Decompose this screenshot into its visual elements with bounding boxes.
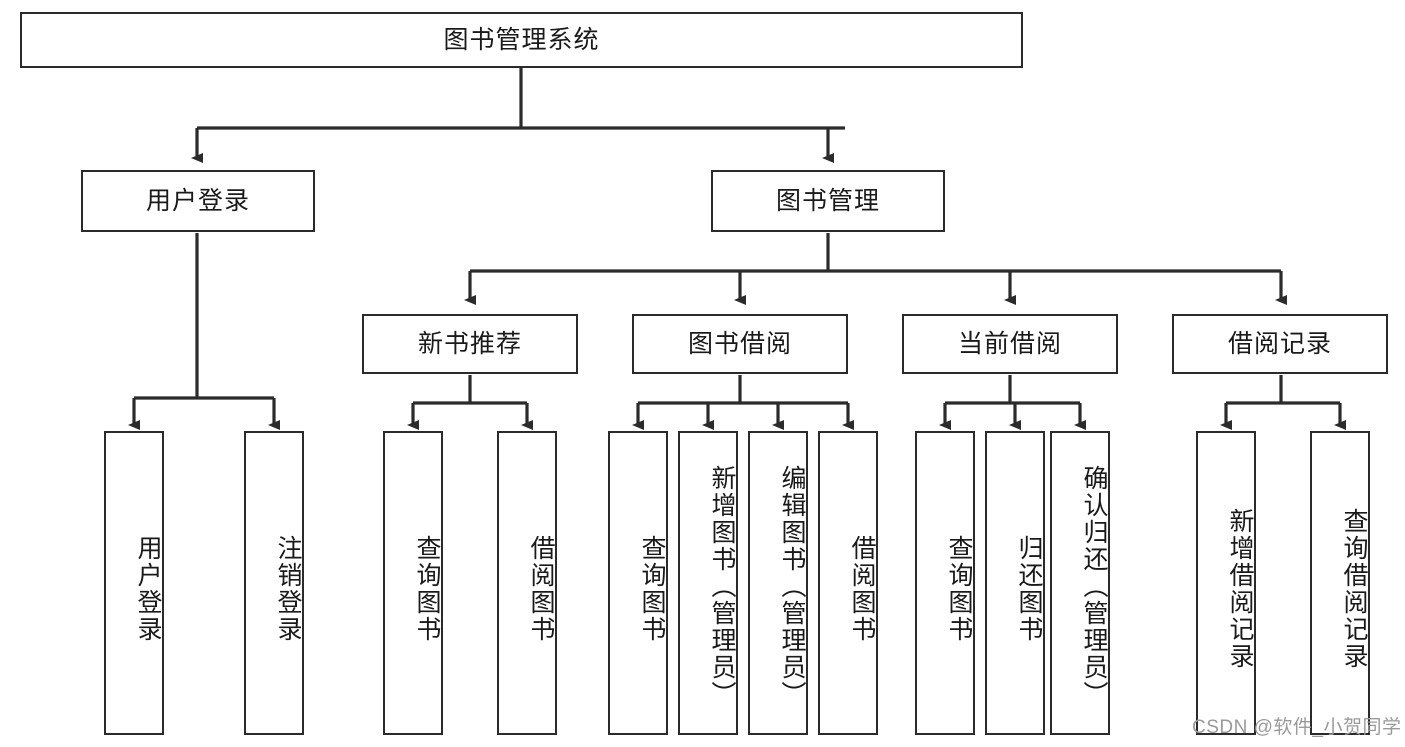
leaf-query-record-label: 查询借阅记录 [1340,508,1368,670]
node-current-borrow-label: 当前借阅 [957,330,1062,358]
leaf-user-logout[interactable]: 注销登录 [244,431,304,735]
node-new-book-recommend[interactable]: 新书推荐 [362,314,578,374]
leaf-user-login-label: 用户登录 [134,535,162,643]
node-user-login-label: 用户登录 [145,187,250,215]
node-new-book-recommend-label: 新书推荐 [417,330,522,358]
leaf-query-record[interactable]: 查询借阅记录 [1310,431,1370,735]
leaf-query-book-3-label: 查询图书 [945,535,973,643]
leaf-edit-book-label: 编辑图书（管理员） [778,464,806,708]
leaf-add-book-label: 新增图书（管理员） [708,464,736,708]
leaf-borrow-book-2[interactable]: 借阅图书 [818,431,878,735]
leaf-query-book-2[interactable]: 查询图书 [608,431,668,735]
leaf-return-book[interactable]: 归还图书 [985,431,1045,735]
node-borrow-record-label: 借阅记录 [1227,330,1332,358]
leaf-user-logout-label: 注销登录 [274,535,302,643]
leaf-query-book-3[interactable]: 查询图书 [915,431,975,735]
leaf-add-record-label: 新增借阅记录 [1226,508,1254,670]
leaf-edit-book[interactable]: 编辑图书（管理员） [748,431,808,735]
leaf-confirm-return[interactable]: 确认归还（管理员） [1050,431,1110,735]
node-user-login[interactable]: 用户登录 [81,170,315,232]
leaf-return-book-label: 归还图书 [1015,535,1043,643]
leaf-borrow-book-2-label: 借阅图书 [848,535,876,643]
leaf-borrow-book-1-label: 借阅图书 [527,535,555,643]
leaf-user-login[interactable]: 用户登录 [104,431,164,735]
watermark: CSDN @软件_小贺同学 [1192,717,1402,738]
node-current-borrow[interactable]: 当前借阅 [902,314,1118,374]
node-book-manage[interactable]: 图书管理 [711,170,945,232]
node-book-borrow[interactable]: 图书借阅 [632,314,848,374]
node-root[interactable]: 图书管理系统 [20,12,1023,68]
leaf-add-record[interactable]: 新增借阅记录 [1196,431,1256,735]
leaf-add-book[interactable]: 新增图书（管理员） [678,431,738,735]
node-borrow-record[interactable]: 借阅记录 [1172,314,1388,374]
leaf-confirm-return-label: 确认归还（管理员） [1080,464,1108,708]
node-book-borrow-label: 图书借阅 [687,330,792,358]
node-root-label: 图书管理系统 [443,26,600,54]
leaf-borrow-book-1[interactable]: 借阅图书 [497,431,557,735]
leaf-query-book-2-label: 查询图书 [638,535,666,643]
node-book-manage-label: 图书管理 [775,187,880,215]
leaf-query-book-1-label: 查询图书 [413,535,441,643]
leaf-query-book-1[interactable]: 查询图书 [383,431,443,735]
